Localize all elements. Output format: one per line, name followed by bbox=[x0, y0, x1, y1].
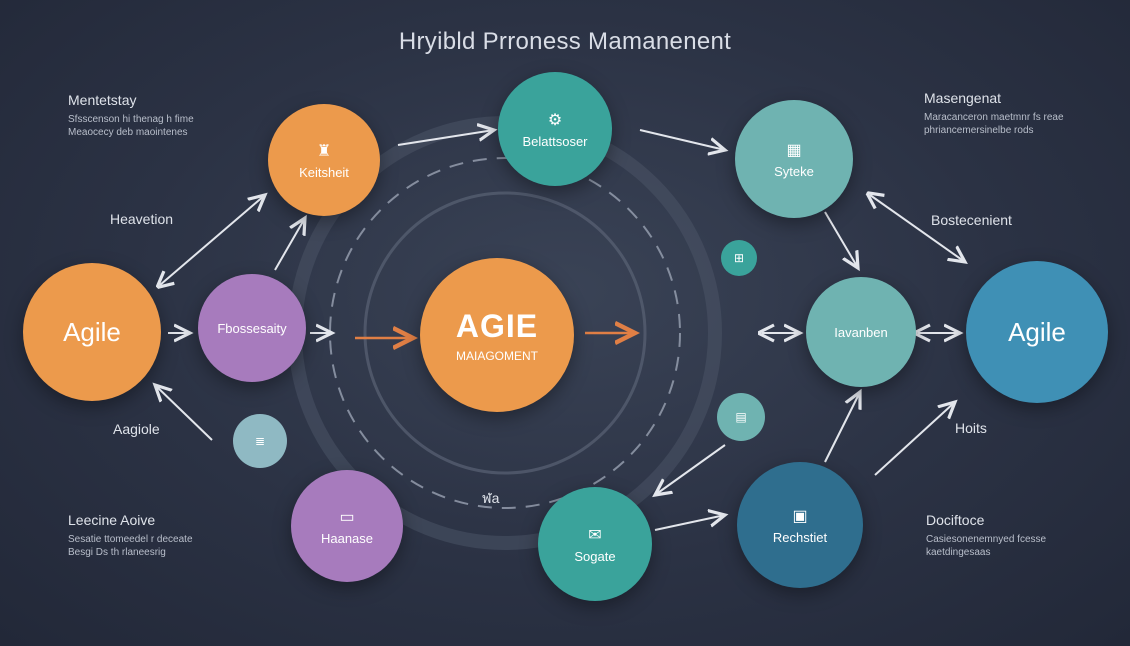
cart-icon: ⊞ bbox=[721, 240, 757, 276]
note-line: phriancemersinelbe rods bbox=[924, 125, 1034, 136]
node-label: Sogate bbox=[574, 548, 616, 564]
arrow-fboss-to-kettsheit bbox=[274, 218, 305, 271]
node-center[interactable]: AGIE MAIAGOMENT bbox=[420, 258, 574, 412]
node-label: Syteke bbox=[774, 163, 814, 179]
inner-ring bbox=[363, 191, 647, 475]
arrow-haerase-to-agile bbox=[155, 385, 213, 441]
node-label: Belattsoser bbox=[522, 133, 588, 149]
note-top-left: Mentetstay Sfsscenson hi thenag h fime M… bbox=[68, 92, 194, 139]
label-bosteceniext: Bostecenient bbox=[931, 212, 1012, 228]
center-subtitle: MAIAGOMENT bbox=[455, 348, 538, 363]
note-line: Casiesonenemnyed fcesse bbox=[926, 534, 1047, 545]
note-heading: Masengenat bbox=[924, 90, 1002, 106]
monitor-icon: ▭ bbox=[339, 508, 355, 526]
arrow-rechstiet-to-right-agile bbox=[874, 402, 955, 476]
node-label: Keitsheit bbox=[299, 164, 349, 180]
arrow-syteke-to-right-agile bbox=[870, 195, 965, 262]
label-nada: ฬa bbox=[482, 490, 500, 506]
note-line: Sfsscenson hi thenag h fime bbox=[68, 114, 194, 125]
note-line: Sesatie ttomeedel r deceate bbox=[68, 534, 193, 545]
node-label: Fbossesaity bbox=[217, 320, 287, 336]
database-icon: ≣ bbox=[233, 414, 287, 468]
node-label: Rechstiet bbox=[772, 529, 828, 545]
label-heavetion: Heavetion bbox=[110, 211, 174, 227]
node-label: Iavanben bbox=[834, 324, 888, 340]
note-line: Maracanceron maetmnr fs reae bbox=[924, 112, 1064, 123]
chart-icon: ▦ bbox=[786, 141, 802, 159]
arrow-rechstiet-to-navanben bbox=[824, 392, 860, 463]
label-agiole: Aagiole bbox=[113, 421, 160, 437]
arrow-belattisoser-to-syteke bbox=[639, 129, 725, 150]
node-right-agile[interactable]: Agile bbox=[966, 261, 1108, 403]
chat-icon: ✉ bbox=[588, 526, 602, 544]
label-hoits: Hoits bbox=[955, 420, 987, 436]
arrow-kettsheit-to-belattisoser bbox=[397, 130, 494, 146]
note-heading: Leecine Aoive bbox=[68, 512, 156, 528]
arrow-syteke-to-navanben bbox=[824, 211, 858, 268]
document-icon: ▤ bbox=[717, 393, 765, 441]
screen-icon: ▣ bbox=[792, 507, 808, 525]
gear-link-icon: ⚙ bbox=[547, 111, 563, 129]
node-label: Agile bbox=[1008, 316, 1066, 347]
tower-icon: ♜ bbox=[316, 142, 332, 160]
node-label: Haanase bbox=[320, 530, 374, 546]
node-belattisoser[interactable]: ⚙ Belattsoser bbox=[498, 72, 612, 186]
note-line: kaetdingesaas bbox=[926, 547, 991, 558]
note-line: Meaocecy deb maointenes bbox=[68, 127, 188, 138]
note-line: Besgi Ds th rlaneesrig bbox=[68, 547, 166, 558]
note-heading: Dociftoce bbox=[926, 512, 985, 528]
node-left-agile[interactable]: Agile bbox=[23, 263, 161, 401]
page-title: Hryibld Prroness Mamanenent bbox=[398, 28, 732, 55]
node-syteke[interactable]: ▦ Syteke bbox=[735, 100, 853, 218]
note-bottom-left: Leecine Aoive Sesatie ttomeedel r deceat… bbox=[68, 512, 193, 559]
arrow-mini-to-sogate bbox=[655, 444, 726, 495]
node-haerase[interactable]: ▭ Haanase bbox=[291, 470, 403, 582]
node-navanben[interactable]: Iavanben bbox=[806, 277, 916, 387]
node-rechstiet[interactable]: ▣ Rechstiet bbox=[737, 462, 863, 588]
arrow-sogate-to-rechstiet bbox=[654, 515, 725, 531]
note-top-right: Masengenat Maracanceron maetmnr fs reae … bbox=[924, 90, 1064, 137]
note-bottom-right: Dociftoce Casiesonenemnyed fcesse kaetdi… bbox=[926, 512, 1046, 559]
note-heading: Mentetstay bbox=[68, 92, 137, 108]
node-fbossoscity[interactable]: Fbossesaity bbox=[198, 274, 306, 382]
arrow-agile-to-kettsheit bbox=[160, 195, 265, 285]
node-sogate[interactable]: ✉ Sogate bbox=[538, 487, 652, 601]
center-title: AGIE bbox=[455, 307, 539, 344]
node-label: Agile bbox=[63, 316, 121, 347]
node-kettsheit[interactable]: ♜ Keitsheit bbox=[268, 104, 380, 216]
